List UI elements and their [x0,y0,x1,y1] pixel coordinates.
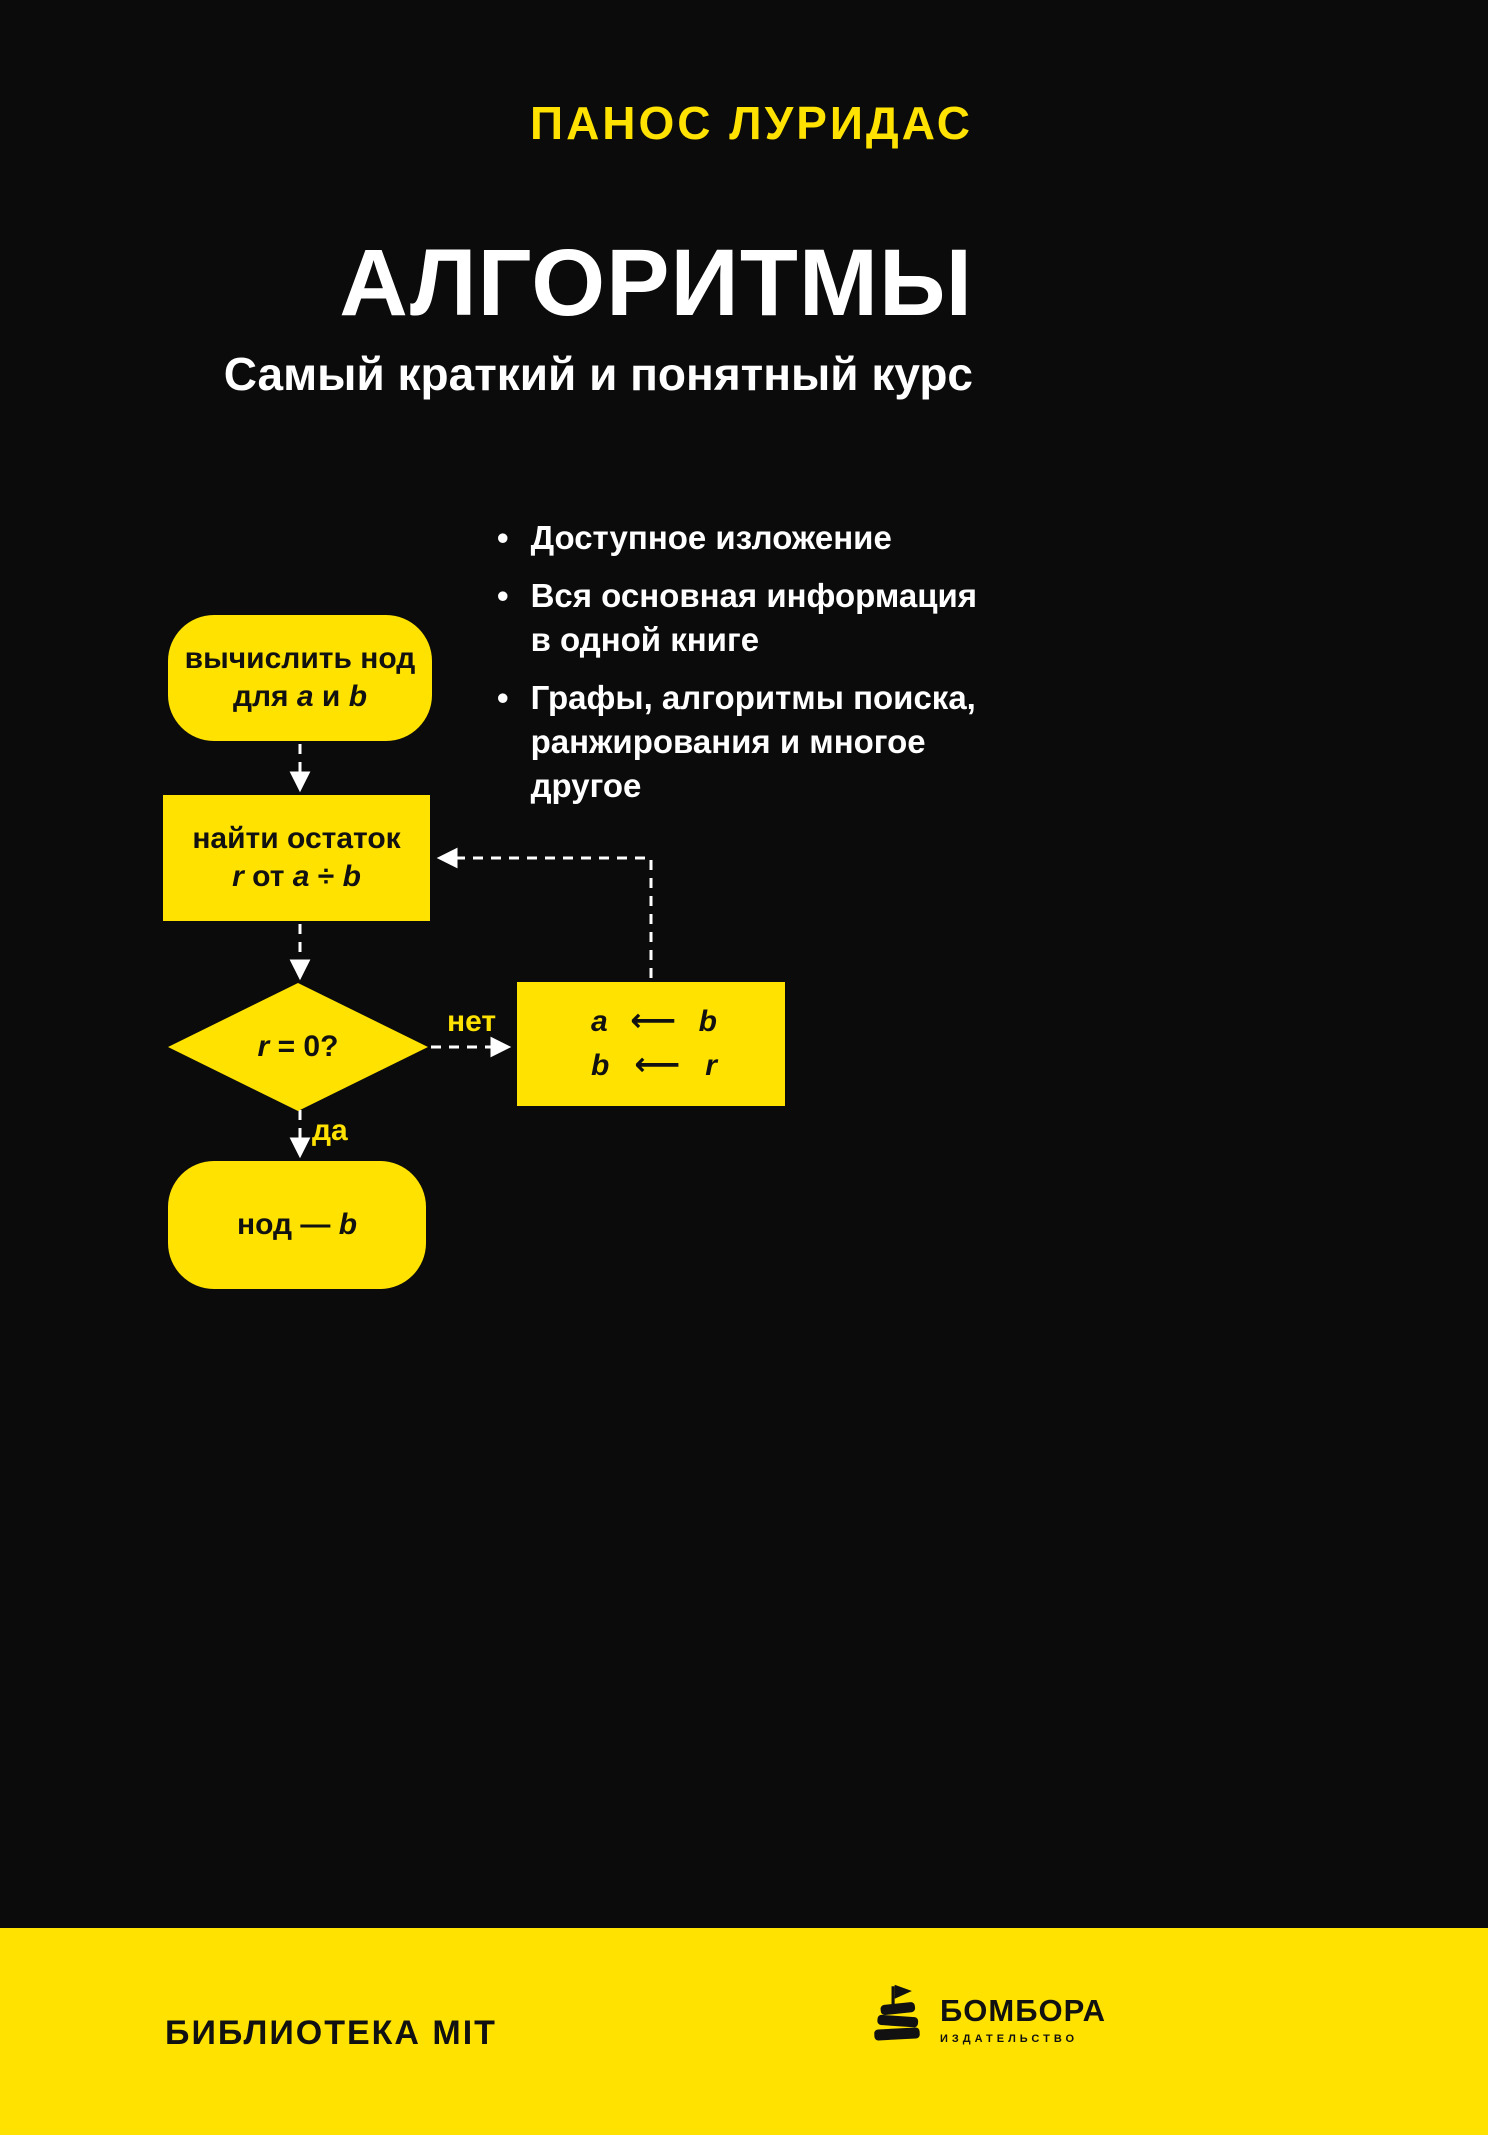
list-item: • Вся основная информация в одной книге [497,574,1017,662]
branch-label-yes: да [312,1114,348,1147]
node-text: вычислить нод [184,642,416,675]
publisher-logo: БОМБОРА ИЗДАТЕЛЬСТВО [868,1980,1106,2057]
flowchart-end-node: нод — b [168,1161,426,1289]
branch-label-no: нет [447,1005,497,1038]
feature-text: Доступное изложение [530,519,892,556]
book-title: АЛГОРИТМЫ [339,230,973,336]
publisher-name: БОМБОРА [940,1992,1106,2028]
features-list: • Доступное изложение • Вся основная инф… [497,516,1017,822]
feature-text: Графы, алгоритмы поиска, ранжирования и … [530,679,976,804]
publisher-text: БОМБОРА ИЗДАТЕЛЬСТВО [940,1993,1106,2045]
swap-row: b ⟵ r [591,1046,717,1082]
series-name: БИБЛИОТЕКА MIT [165,2014,497,2052]
book-subtitle: Самый краткий и понятный курс [223,348,973,400]
node-text: найти остаток [192,822,401,855]
swap-row: a ⟵ b [591,1002,717,1038]
bombora-logo-icon [868,1980,926,2057]
flowchart-swap-node: a ⟵ b b ⟵ r [517,982,785,1106]
left-arrow-icon: ⟵ [630,1002,677,1038]
node-text: нод — b [236,1208,358,1241]
header-block: ПАНОС ЛУРИДАС АЛГОРИТМЫ Самый краткий и … [0,96,973,401]
feature-text: Вся основная информация в одной книге [530,577,978,658]
flowchart-decision-node: r = 0? [168,983,428,1111]
footer-band: БИБЛИОТЕКА MIT БОМБОРА ИЗДАТЕЛЬСТВО [0,1928,1488,2135]
node-text: r = 0? [257,1030,339,1063]
list-item: • Графы, алгоритмы поиска, ранжирования … [497,676,1017,808]
left-arrow-icon: ⟵ [634,1046,681,1082]
publisher-subtitle: ИЗДАТЕЛЬСТВО [940,2032,1079,2045]
author-name: ПАНОС ЛУРИДАС [530,97,973,149]
bullet-icon: • [497,679,509,716]
list-item: • Доступное изложение [497,516,1017,560]
bullet-icon: • [497,577,509,614]
flowchart-remainder-node: найти остаток r от a ÷ b [163,795,430,921]
flowchart-start-node: вычислить нод для a и b [168,615,432,741]
node-text: для a и b [232,680,368,713]
arrow-swap-to-remainder [436,847,653,978]
bullet-icon: • [497,519,509,556]
node-text: r от a ÷ b [232,860,361,893]
